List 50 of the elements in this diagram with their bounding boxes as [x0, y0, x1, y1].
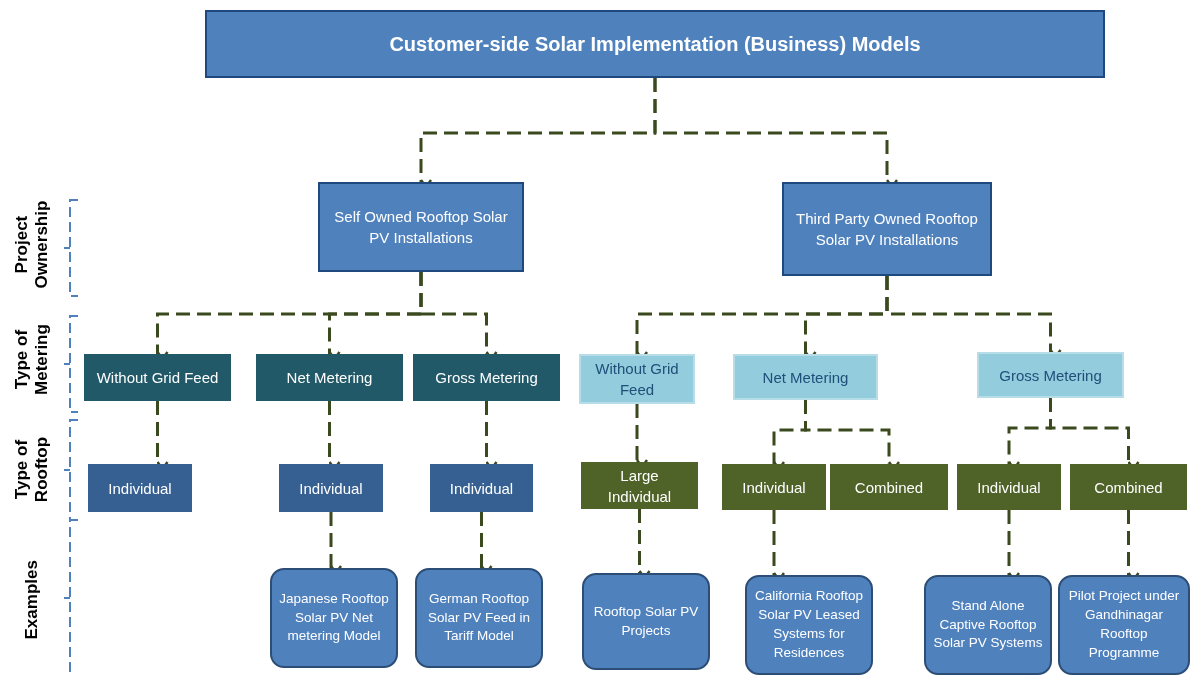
node-text: Combined: [854, 477, 924, 498]
node-text: Self Owned Rooftop Solar PV Installations: [333, 207, 509, 248]
example-box: [924, 575, 1052, 675]
node-text: Stand Alone Captive Rooftop Solar PV Systems: [932, 596, 1044, 653]
node-text: California Rooftop Solar PV Leased Systems for Residences: [753, 587, 865, 662]
node-text: Without Grid Feed: [96, 368, 219, 388]
category-box: [733, 354, 878, 400]
node-text: Pilot Project under Gandhinagar Rooftop Programme: [1067, 587, 1181, 662]
category-box: [782, 182, 992, 276]
node-text: Individual: [977, 477, 1041, 498]
category-box: [977, 352, 1124, 398]
category-box: [430, 464, 533, 512]
category-box: [581, 462, 698, 509]
section-label: Project Ownership: [12, 199, 52, 291]
category-box: [256, 354, 403, 401]
category-box: [579, 354, 695, 404]
node-text: Without Grid Feed: [594, 359, 680, 400]
category-box: [413, 354, 560, 401]
example-box: [270, 568, 398, 668]
node-text: Third Party Owned Rooftop Solar PV Installations: [795, 209, 979, 250]
category-box: [84, 354, 231, 401]
node-text: Rooftop Solar PV Projects: [592, 602, 700, 640]
example-box: [1058, 575, 1190, 675]
node-text: Individual: [449, 478, 514, 499]
node-text: Individual: [299, 478, 363, 499]
category-box: [830, 464, 948, 510]
example-box: [582, 573, 710, 670]
node-text: Gross Metering: [999, 365, 1102, 386]
category-box: [722, 464, 826, 510]
section-label: Type of Rooftop: [12, 436, 52, 505]
title-box: [205, 10, 1105, 78]
category-box: [318, 182, 524, 272]
node-text: Individual: [742, 477, 806, 498]
node-text: Large Individual: [606, 465, 673, 507]
node-text: Japanese Rooftop Solar PV Net metering Model: [278, 589, 390, 646]
node-text: Net Metering: [286, 368, 373, 388]
category-box: [88, 464, 192, 512]
section-label: Examples: [22, 559, 42, 642]
example-box: [745, 575, 873, 675]
category-box: [957, 464, 1061, 510]
node-text: Combined: [1094, 477, 1163, 498]
category-box: [1070, 464, 1187, 510]
node-text: Net Metering: [762, 367, 849, 388]
category-box: [279, 464, 383, 512]
node-text: German Rooftop Solar PV Feed in Tariff Model: [426, 589, 532, 646]
section-label: Type of Metering: [12, 323, 52, 397]
node-text: Customer-side Solar Implementation (Business) Models: [389, 32, 921, 57]
example-box: [415, 568, 543, 668]
node-text: Individual: [108, 478, 172, 499]
node-text: Gross Metering: [435, 368, 538, 388]
